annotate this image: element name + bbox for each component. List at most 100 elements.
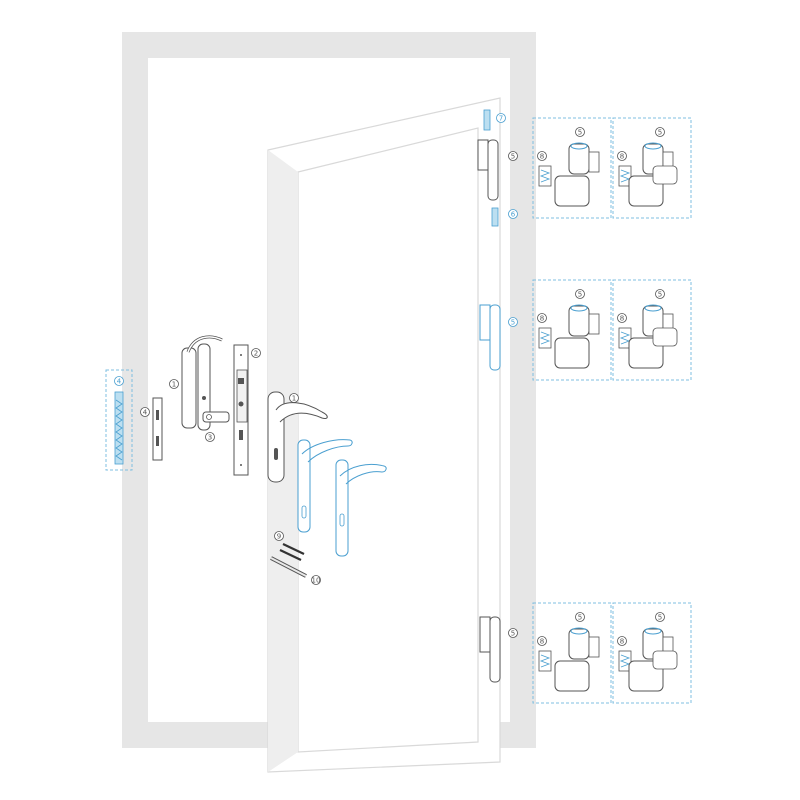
detail-barrel-top-cap [570, 304, 588, 312]
callout-spindle-circle [311, 575, 321, 585]
callout-hinge-cap-circle [496, 113, 506, 123]
callout-detail-a-circle [617, 151, 627, 161]
screw-1 [282, 543, 305, 555]
cylinder-end [206, 414, 212, 420]
callout-hinge-pin: 6 [511, 211, 516, 219]
strike-plate-group: 4 [105, 369, 133, 471]
strike-plate-dashed-box [105, 369, 133, 471]
detail-bracket-pattern [539, 331, 551, 345]
callout-strike-plate: 4 [117, 378, 122, 386]
callout-hinge-middle-circle [508, 317, 518, 327]
callout-hinge-middle: 5 [511, 319, 515, 327]
strike-plate-pattern [115, 399, 123, 461]
lock-bolt [239, 430, 243, 440]
detail-barrel-middle [652, 327, 678, 347]
callout-hinge-top-circle [508, 151, 518, 161]
hinge-bottom-group: 5 [479, 616, 518, 683]
callout-detail-a: 8 [540, 153, 544, 161]
handle-inner-group: 1 [169, 335, 223, 431]
callout-detail-a-circle [537, 313, 547, 323]
detail-barrel-bottom [554, 337, 590, 369]
callout-handle-outer: 1 [292, 395, 296, 403]
door-sash-inner [297, 127, 479, 753]
callout-handle-inner-circle [169, 379, 179, 389]
hinge-detail-6: 85 [612, 602, 692, 704]
detail-dashed-box [612, 602, 692, 704]
detail-bracket-pattern [619, 169, 631, 183]
hinge-pin-cap [491, 207, 499, 227]
detail-bracket [618, 165, 632, 187]
detail-barrel-top-cap [570, 627, 588, 635]
callout-detail-a-circle [537, 636, 547, 646]
callout-detail-hinge: 5 [658, 291, 662, 299]
door-sash [267, 97, 501, 773]
lock-body-case [236, 369, 248, 423]
detail-bracket [538, 650, 552, 672]
detail-leaf [588, 151, 600, 173]
striker-slot-bottom [156, 436, 159, 446]
lock-screw-bottom [240, 464, 242, 466]
detail-barrel-top-cap [644, 304, 662, 312]
detail-bracket [538, 165, 552, 187]
handle-blue-left-plate [297, 439, 311, 533]
handle-blue-right-keyhole [339, 513, 345, 527]
callout-lock-body-circle [251, 348, 261, 358]
spindle-highlight [270, 557, 307, 577]
handle-blue-group [297, 439, 387, 557]
callout-cylinder-circle [205, 432, 215, 442]
callout-hinge-cap: 7 [499, 115, 503, 123]
handle-blue-left-keyhole [301, 505, 307, 519]
hinge-top-cap [483, 109, 491, 131]
callout-detail-hinge-circle [655, 612, 665, 622]
handle-blue-left-lever [301, 439, 353, 463]
callout-detail-hinge: 5 [578, 129, 582, 137]
handle-inner-keyhole [202, 396, 206, 400]
handle-inner-backplate [197, 343, 211, 431]
handle-outer-keyhole [274, 448, 278, 460]
detail-bracket-pattern [539, 169, 551, 183]
hinge-detail-2: 85 [612, 117, 692, 219]
detail-bracket [618, 327, 632, 349]
callout-detail-hinge-circle [575, 289, 585, 299]
lock-screw-top [240, 354, 242, 356]
hinge-detail-5: 85 [532, 602, 612, 704]
handle-outer-lever [275, 402, 328, 423]
hinge-middle-group: 5 [479, 304, 518, 371]
callout-detail-hinge-circle [575, 612, 585, 622]
callout-striker-circle [140, 407, 150, 417]
striker-group: 4 [140, 397, 163, 461]
callout-detail-a: 8 [620, 153, 624, 161]
screws-spindle-group: 9 10 [270, 531, 321, 585]
handle-blue-right-lever [339, 463, 387, 485]
hinge-detail-4: 85 [612, 279, 692, 381]
callout-detail-a: 8 [620, 315, 624, 323]
detail-dashed-box [532, 602, 612, 704]
hinge-detail-1: 85 [532, 117, 612, 219]
callout-detail-a-circle [617, 636, 627, 646]
detail-bracket [618, 650, 632, 672]
striker-slot-top [156, 410, 159, 420]
lock-spindle-hole [238, 401, 244, 407]
callout-detail-hinge: 5 [658, 614, 662, 622]
detail-bracket-pattern [619, 331, 631, 345]
callout-hinge-bottom-circle [508, 628, 518, 638]
detail-barrel-bottom [554, 175, 590, 207]
detail-dashed-box [612, 117, 692, 219]
strike-plate [114, 391, 124, 465]
callout-detail-a: 8 [540, 315, 544, 323]
callout-lock-body: 2 [254, 350, 258, 358]
handle-inner-plate [181, 347, 197, 429]
callout-screws: 9 [277, 533, 281, 541]
detail-bracket [538, 327, 552, 349]
callout-spindle: 10 [312, 577, 321, 585]
detail-dashed-box [532, 279, 612, 381]
callout-detail-a: 8 [620, 638, 624, 646]
callout-hinge-pin-circle [508, 209, 518, 219]
detail-barrel-middle [652, 650, 678, 670]
detail-leaf [588, 313, 600, 335]
detail-barrel-bottom [554, 660, 590, 692]
callout-detail-hinge: 5 [658, 129, 662, 137]
hinge-bottom-leaf [479, 616, 491, 653]
